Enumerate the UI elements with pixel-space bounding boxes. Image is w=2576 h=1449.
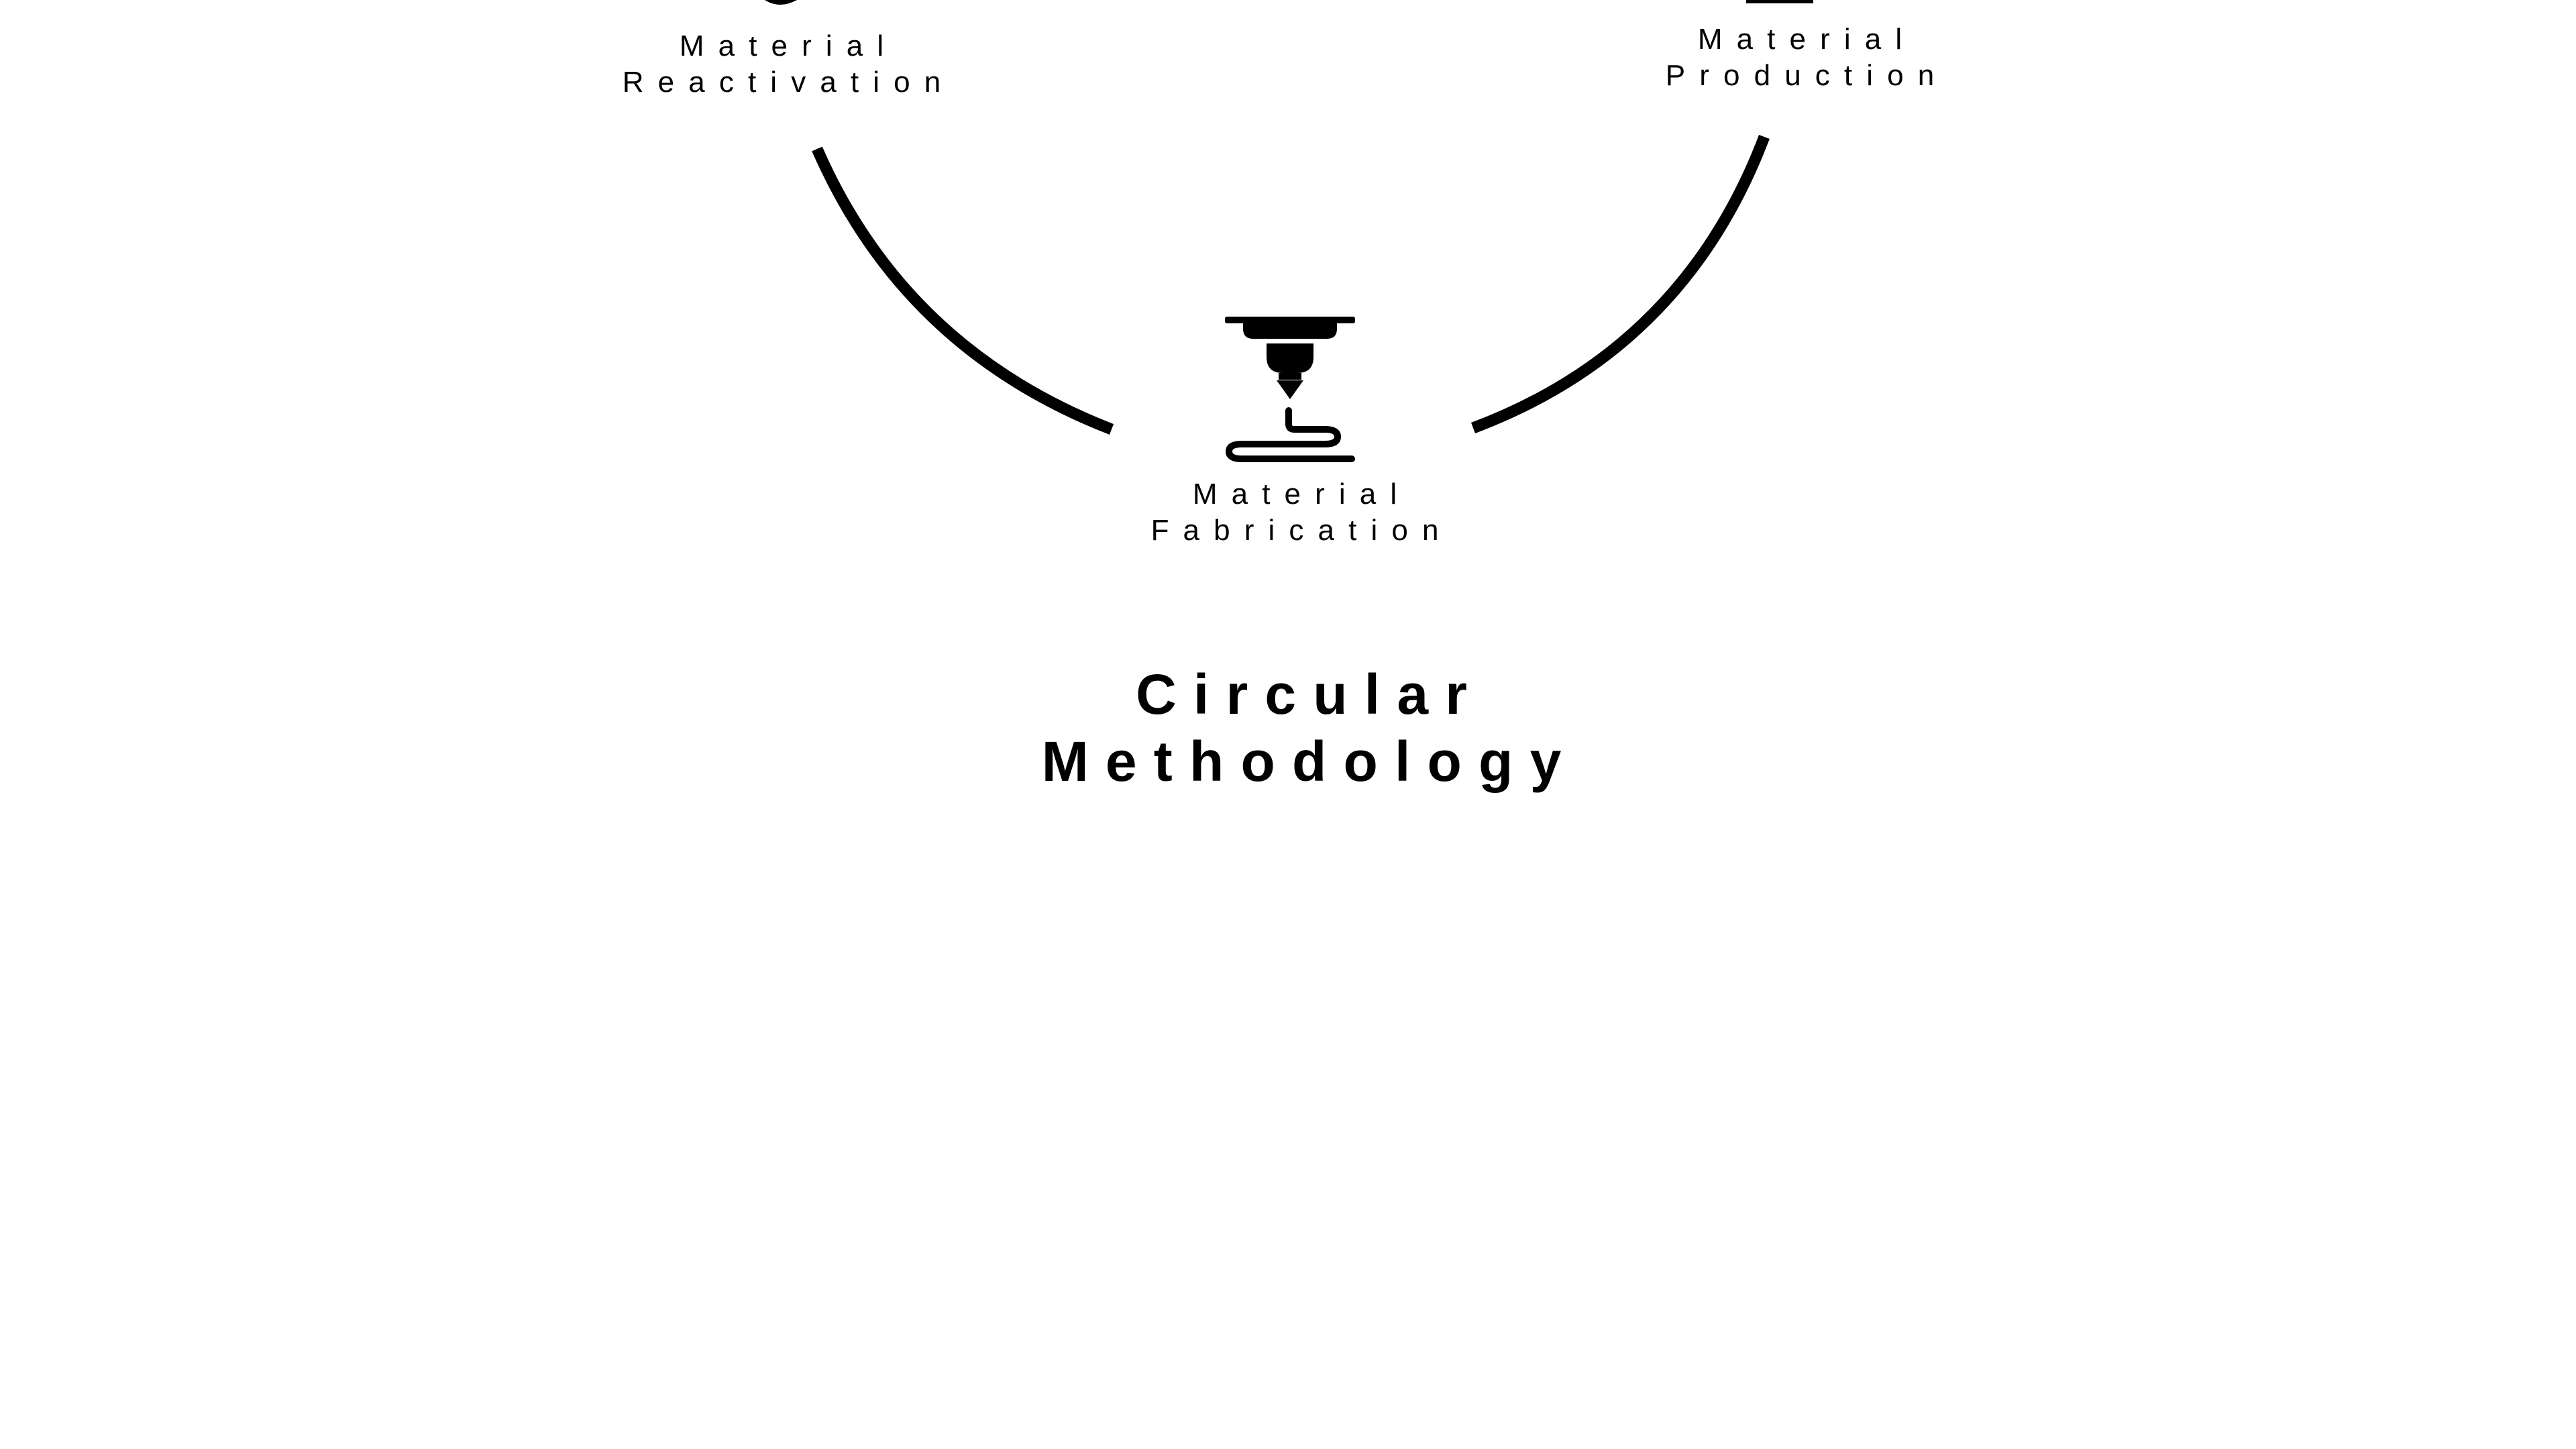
production-icon — [1746, 0, 1813, 3]
cycle-arc-left — [812, 146, 1114, 435]
node-label-material-fabrication: Material Fabrication — [1136, 476, 1452, 549]
node-label-material-production: Material Production — [1652, 21, 1949, 94]
node-label-line: Material — [1697, 23, 1917, 56]
node-label-material-reactivation: Material Reactivation — [608, 28, 955, 101]
reactivation-icon — [765, 0, 797, 5]
diagram-title-line: Methodology — [1041, 730, 1578, 793]
cycle-arc-right — [1471, 134, 1770, 433]
node-label-line: Material — [1192, 478, 1411, 511]
diagram-title: Circular Methodology — [1025, 661, 1578, 795]
node-label-line: Reactivation — [622, 66, 955, 99]
node-label-line: Fabrication — [1150, 514, 1453, 547]
node-label-line: Material — [679, 30, 898, 62]
3d-printer-nozzle-icon — [1225, 317, 1355, 462]
diagram-title-line: Circular — [1136, 663, 1485, 726]
node-label-line: Production — [1665, 59, 1949, 92]
